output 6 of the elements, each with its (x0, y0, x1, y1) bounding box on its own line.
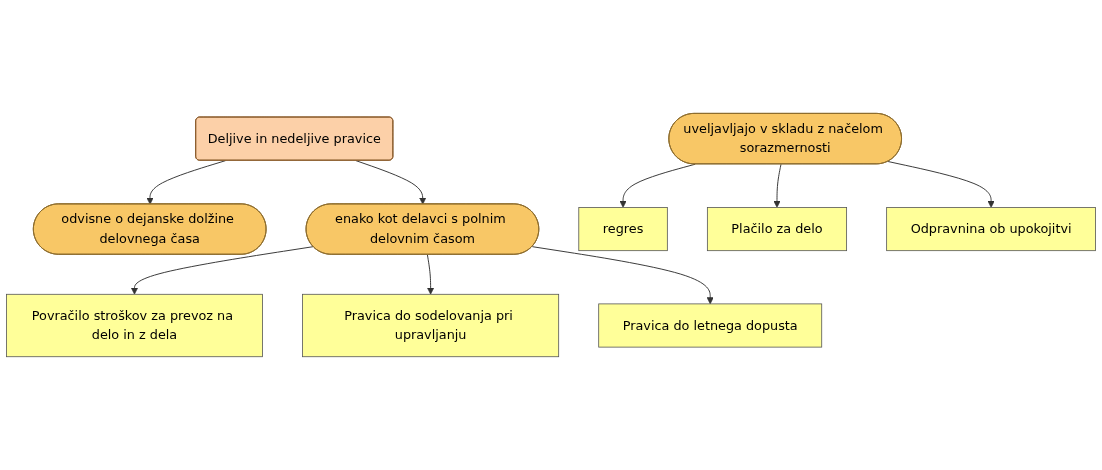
node-box: Plačilo za delo (706, 207, 847, 251)
node-box: Odpravnina ob upokojitvi (886, 207, 1096, 251)
node-box: Pravica do letnega dopusta (598, 303, 823, 348)
node-box: regres (578, 207, 668, 251)
node-box: Povračilo stroškov za prevoz na delo in z dela (6, 293, 263, 358)
node-box: Pravica do sodelovanja pri upravljanju (302, 293, 560, 358)
